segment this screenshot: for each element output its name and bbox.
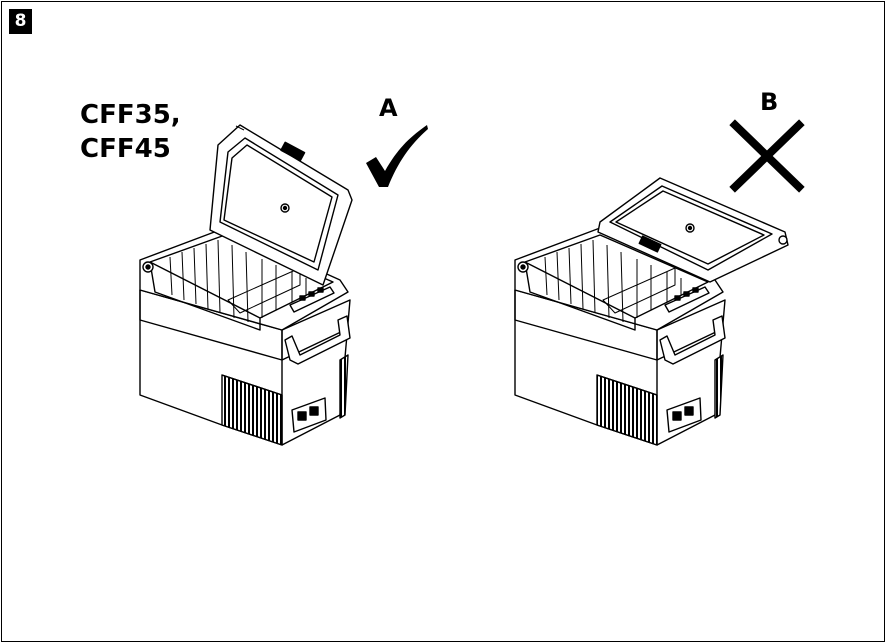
variant-label-b: B xyxy=(760,88,779,116)
fridge-a xyxy=(139,124,353,446)
fridge-handle xyxy=(284,315,351,365)
cross-mark-icon xyxy=(729,119,805,193)
fridge-lid-open xyxy=(209,124,353,286)
fridge-handle xyxy=(659,315,726,365)
check-mark-icon xyxy=(366,125,428,187)
step-number-badge: 8 xyxy=(9,9,32,34)
fridge-b xyxy=(514,177,789,446)
model-name: CFF45 xyxy=(80,134,171,164)
fridge-body xyxy=(514,289,726,446)
fridge-interior xyxy=(524,234,709,319)
fridge-interior xyxy=(149,234,334,319)
fridge-body xyxy=(139,289,351,446)
model-name: CFF35, xyxy=(80,100,181,130)
model-label: CFF35, CFF45 xyxy=(80,98,181,166)
variant-label-a: A xyxy=(379,94,398,122)
